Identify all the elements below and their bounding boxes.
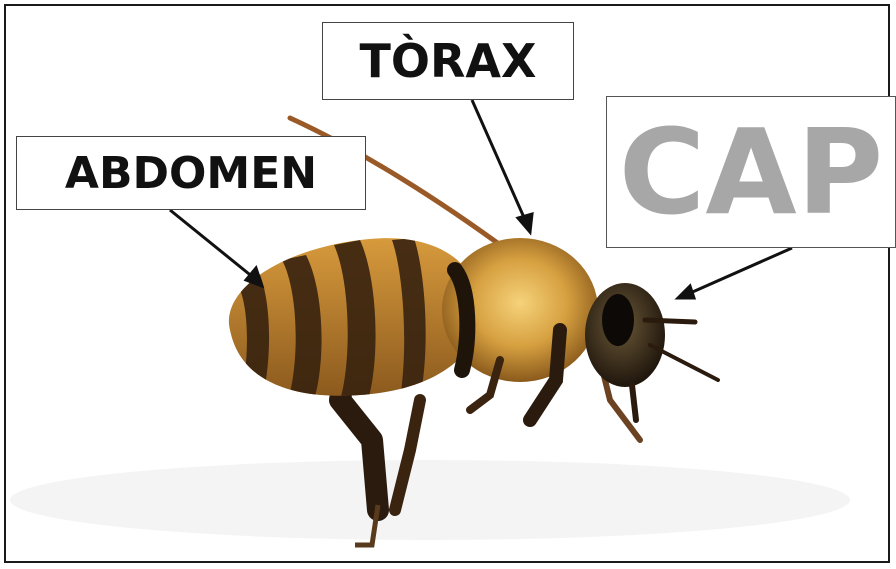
- label-torax: TÒRAX: [322, 22, 574, 100]
- label-abdomen: ABDOMEN: [16, 136, 366, 210]
- ground-shadow: [10, 460, 850, 540]
- label-cap: CAP: [606, 96, 896, 248]
- bee-head: [585, 283, 718, 420]
